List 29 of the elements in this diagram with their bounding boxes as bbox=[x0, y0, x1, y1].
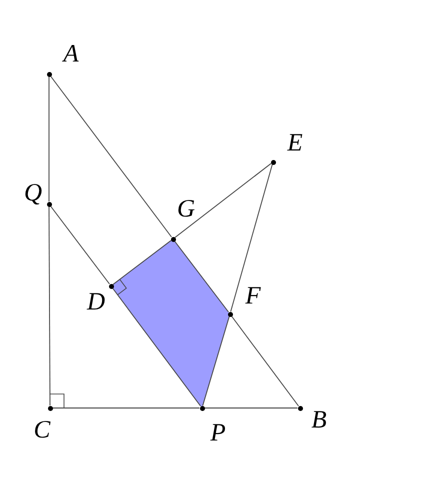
point-label: B bbox=[311, 408, 327, 432]
line-segment bbox=[112, 288, 201, 406]
point-dot bbox=[298, 406, 302, 410]
line-segment bbox=[48, 206, 50, 406]
line-segment bbox=[50, 206, 110, 284]
point-label: E bbox=[287, 130, 303, 156]
line-segment bbox=[231, 316, 299, 406]
line-segment bbox=[50, 76, 172, 238]
line-segment bbox=[202, 316, 230, 406]
point-dot bbox=[200, 406, 204, 410]
line-segment bbox=[230, 164, 273, 312]
point-label: P bbox=[210, 420, 226, 446]
point-label: A bbox=[63, 42, 79, 66]
point-label: D bbox=[86, 290, 106, 314]
point-dot bbox=[48, 406, 52, 410]
point-label: C bbox=[34, 418, 50, 442]
point-label: G bbox=[176, 196, 196, 222]
line-segment bbox=[174, 240, 229, 312]
point-dot bbox=[170, 236, 176, 242]
point-dot bbox=[228, 312, 232, 316]
point-dot bbox=[46, 72, 52, 76]
point-label: F bbox=[245, 284, 261, 308]
point-dot bbox=[108, 284, 114, 288]
line-segment bbox=[112, 240, 172, 285]
line-segment bbox=[48, 76, 50, 202]
point-dot bbox=[46, 202, 52, 206]
point-dot bbox=[270, 160, 276, 164]
point-label: Q bbox=[24, 180, 42, 206]
line-segment bbox=[174, 163, 272, 238]
